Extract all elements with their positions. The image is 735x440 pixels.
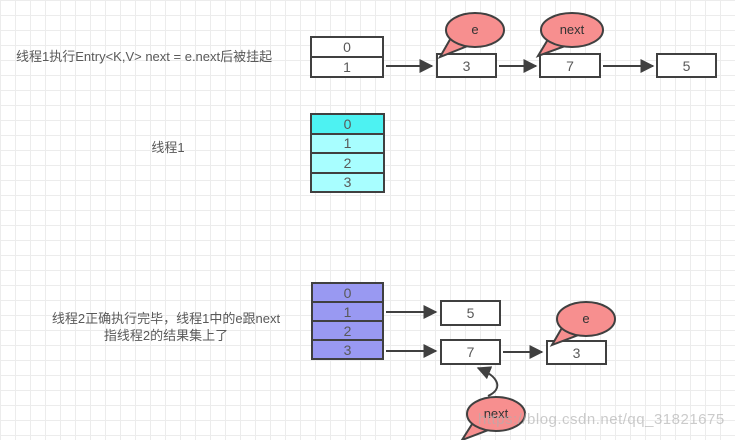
top-node-5: 5 (656, 53, 717, 78)
thread2-result-caption: 线程2正确执行完毕，线程1中的e跟next 指线程2的结果集上了 (20, 310, 312, 344)
thread1-step-caption: 线程1执行Entry<K,V> next = e.next后被挂起 (16, 49, 273, 64)
table-cell: 0 (313, 284, 382, 301)
arrow-next-to-node7 (476, 366, 499, 397)
bubble-body (445, 12, 505, 48)
thread1-label: 线程1 (151, 140, 185, 155)
bubble-e-top (437, 12, 505, 59)
table-cell: 1 (312, 132, 383, 152)
table-cell: 0 (343, 39, 351, 55)
top-node-3: 3 (436, 53, 497, 78)
bubble-body (556, 301, 616, 337)
pointer-label-e-top: e (471, 22, 479, 37)
thread1-bucket-table: 0 1 2 3 (310, 113, 385, 193)
watermark-text: https://blog.csdn.net/qq_31821675 (478, 411, 725, 428)
bottom-node-3: 3 (546, 340, 607, 365)
table-cell: 3 (313, 339, 382, 358)
thread2-caption-line1: 线程2正确执行完毕，线程1中的e跟next (51, 311, 281, 326)
top-node-7: 7 (539, 53, 601, 78)
pointer-label-e-bottom: e (582, 311, 590, 326)
table-cell: 1 (312, 56, 382, 76)
table-cell: 2 (313, 320, 382, 339)
table-cell: 3 (312, 171, 383, 191)
table-cell: 1 (313, 301, 382, 320)
table-cell: 2 (312, 152, 383, 172)
bubble-next-bottom (460, 396, 526, 440)
bubble-next-top (535, 12, 604, 58)
bubble-body (466, 396, 526, 432)
thread2-caption-line2: 指线程2的结果集上了 (103, 328, 229, 343)
bubble-e-bottom (549, 301, 616, 347)
bottom-node-5: 5 (440, 300, 501, 326)
thread2-bucket-table: 0 1 2 3 (311, 282, 384, 360)
pointer-label-next-bottom: next (483, 406, 509, 421)
top-bucket-table: 0 1 (310, 36, 384, 78)
table-cell: 0 (312, 115, 383, 133)
pointer-label-next-top: next (559, 22, 585, 37)
bottom-node-7: 7 (440, 339, 501, 365)
bubble-body (540, 12, 604, 48)
